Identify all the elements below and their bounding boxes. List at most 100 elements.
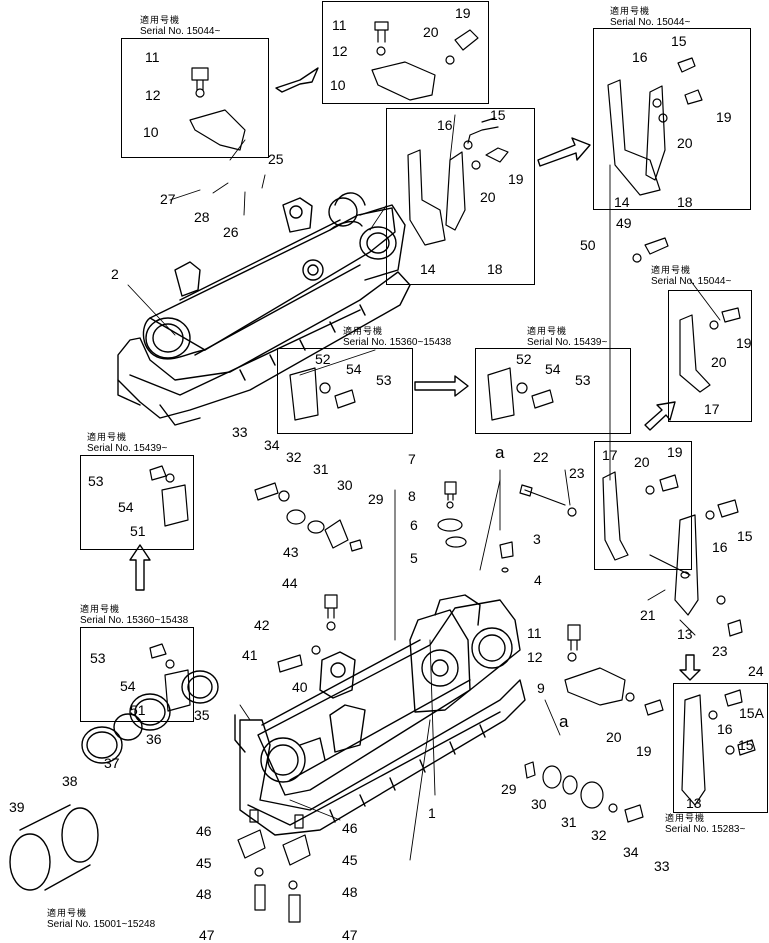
- caption-serial: Serial No. 15001~15248: [47, 919, 156, 930]
- callout-51: 51: [130, 702, 146, 718]
- caption-serial: Serial No. 15439~: [527, 337, 608, 348]
- callout-15: 15: [671, 33, 687, 49]
- callout-54: 54: [118, 499, 134, 515]
- caption-jp: 適用号機: [665, 813, 706, 823]
- callout-39: 39: [9, 799, 25, 815]
- caption-serial: Serial No. 15360~15438: [343, 337, 452, 348]
- callout-49: 49: [616, 215, 632, 231]
- callout-12: 12: [332, 43, 348, 59]
- inset-box-serial-top-middle: [322, 1, 489, 104]
- callout-46: 46: [196, 823, 212, 839]
- callout-32: 32: [591, 827, 607, 843]
- callout-53: 53: [575, 372, 591, 388]
- callout-33: 33: [232, 424, 248, 440]
- callout-12: 12: [145, 87, 161, 103]
- inset-box-serial-15044-left: [121, 38, 269, 158]
- callout-37: 37: [104, 755, 120, 771]
- inset-box-bracket-middle: [386, 108, 535, 285]
- callout-2: 2: [111, 266, 119, 282]
- callout-15A: 15A: [739, 705, 764, 721]
- callout-30: 30: [337, 477, 353, 493]
- callout-19: 19: [736, 335, 752, 351]
- callout-13: 13: [686, 795, 702, 811]
- inset-box-serial-15044-right: [593, 28, 751, 210]
- callout-20: 20: [606, 729, 622, 745]
- callout-21: 21: [640, 607, 656, 623]
- lower-frame-assembly: [234, 594, 526, 836]
- callout-54: 54: [545, 361, 561, 377]
- callout-9: 9: [537, 680, 545, 696]
- leader-lines: [127, 114, 721, 861]
- callout-17: 17: [602, 447, 618, 463]
- callout-22: 22: [533, 449, 549, 465]
- callout-11: 11: [332, 17, 347, 33]
- callout-1: 1: [428, 805, 436, 821]
- caption-serial: Serial No. 15360~15438: [80, 615, 189, 626]
- inset-box-serial-15283: [673, 683, 768, 813]
- callout-18: 18: [677, 194, 693, 210]
- callout-7: 7: [408, 451, 416, 467]
- callout-38: 38: [62, 773, 78, 789]
- callout-23: 23: [569, 465, 585, 481]
- callout-20: 20: [677, 135, 693, 151]
- callout-51: 51: [130, 523, 146, 539]
- callout-48: 48: [342, 884, 358, 900]
- callout-10: 10: [143, 124, 159, 140]
- caption-jp: 適用号機: [80, 604, 121, 614]
- callout-10: 10: [330, 77, 346, 93]
- callout-47: 47: [199, 927, 215, 943]
- callout-16: 16: [712, 539, 728, 555]
- callout-54: 54: [346, 361, 362, 377]
- callout-19: 19: [636, 743, 652, 759]
- caption-jp: 適用号機: [140, 15, 181, 25]
- callout-4: 4: [534, 572, 542, 588]
- callout-19: 19: [508, 171, 524, 187]
- callout-34: 34: [623, 844, 639, 860]
- caption-jp: 適用号機: [610, 6, 651, 16]
- callout-50: 50: [580, 237, 596, 253]
- callout-23: 23: [712, 643, 728, 659]
- caption-serial: Serial No. 15044~: [140, 26, 221, 37]
- callout-28: 28: [194, 209, 210, 225]
- callout-20: 20: [480, 189, 496, 205]
- inset-box-serial-15439-left: [80, 455, 194, 550]
- callout-18: 18: [487, 261, 503, 277]
- callout-19: 19: [716, 109, 732, 125]
- inset-box-serial-15360-15438-mid: [277, 348, 413, 434]
- callout-11: 11: [527, 625, 542, 641]
- callout-45: 45: [342, 852, 358, 868]
- caption-serial: Serial No. 15044~: [610, 17, 691, 28]
- callout-47: 47: [342, 927, 358, 943]
- caption-jp: 適用号機: [651, 265, 692, 275]
- callout-46: 46: [342, 820, 358, 836]
- callout-41: 41: [242, 647, 258, 663]
- bracket-40: [319, 651, 356, 699]
- callout-24: 24: [748, 663, 764, 679]
- callout-14: 14: [420, 261, 436, 277]
- callout-54: 54: [120, 678, 136, 694]
- callout-11: 11: [145, 49, 160, 65]
- caption-serial: Serial No. 15283~: [665, 824, 746, 835]
- callout-48: 48: [196, 886, 212, 902]
- callout-6: 6: [410, 517, 418, 533]
- caption-jp: 適用号機: [527, 326, 568, 336]
- callout-19: 19: [455, 5, 471, 21]
- callout-a: a: [495, 443, 505, 462]
- callout-27: 27: [160, 191, 176, 207]
- callout-25: 25: [268, 151, 284, 167]
- callout-14: 14: [614, 194, 630, 210]
- callout-31: 31: [313, 461, 329, 477]
- callout-15: 15: [490, 107, 506, 123]
- inset-box-serial-15360-15438-left: [80, 627, 194, 722]
- caption-jp: 適用号機: [47, 908, 88, 918]
- caption-jp: 適用号機: [343, 326, 384, 336]
- callout-40: 40: [292, 679, 308, 695]
- callout-a: a: [559, 712, 569, 731]
- callout-35: 35: [194, 707, 210, 723]
